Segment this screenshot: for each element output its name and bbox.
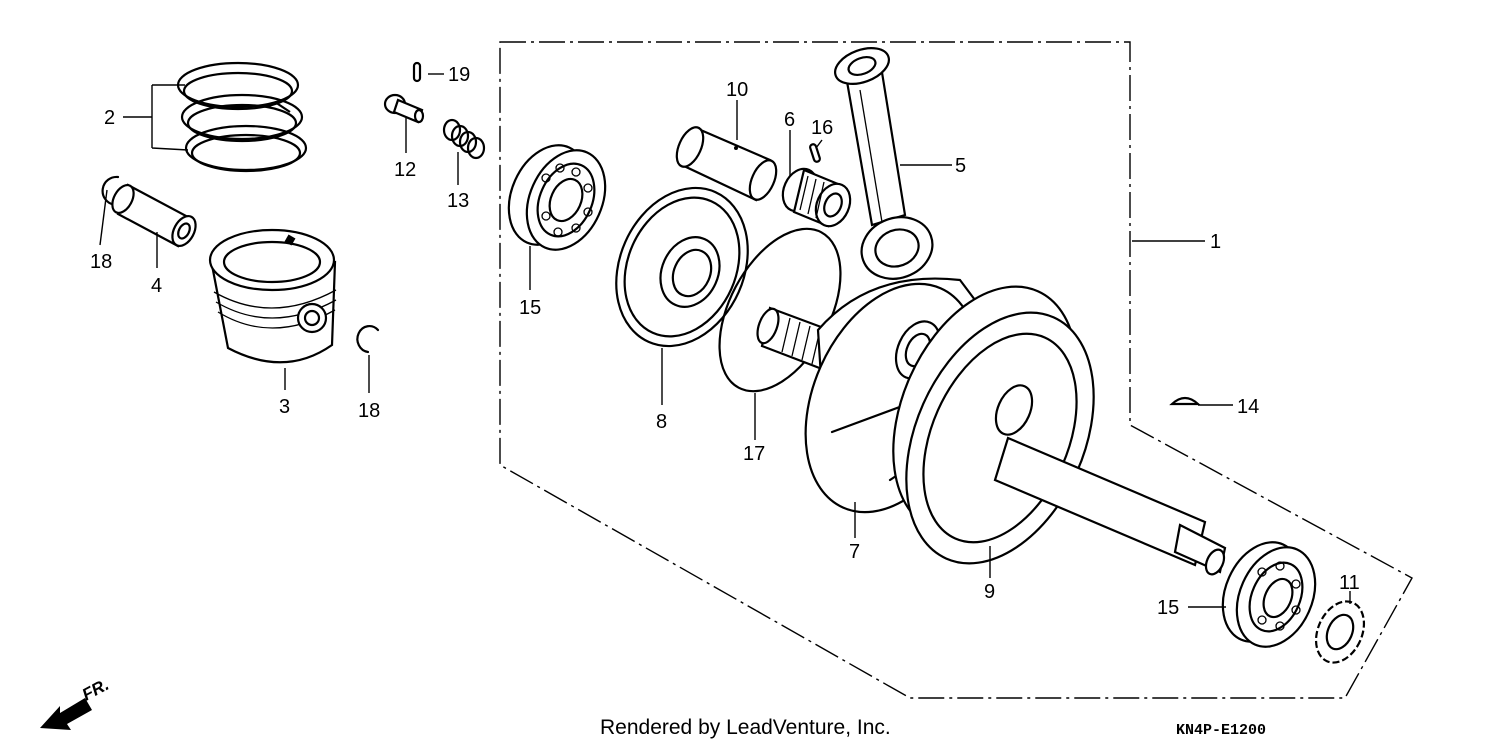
timing-sprocket[interactable] bbox=[1307, 594, 1373, 670]
woodruff-key[interactable] bbox=[1169, 396, 1201, 406]
label-1: 1 bbox=[1210, 231, 1221, 253]
credit-text: Rendered by LeadVenture, Inc. bbox=[600, 716, 891, 739]
label-6: 6 bbox=[784, 109, 795, 131]
label-19: 19 bbox=[448, 64, 470, 86]
crank-seal-cover[interactable] bbox=[592, 167, 772, 367]
spring[interactable] bbox=[442, 118, 486, 160]
crank-bearing-right[interactable] bbox=[1208, 530, 1330, 659]
label-16: 16 bbox=[811, 117, 833, 139]
piston-pin-clip-right[interactable] bbox=[356, 325, 380, 354]
crank-pin[interactable] bbox=[671, 123, 781, 203]
label-15-right: 15 bbox=[1157, 597, 1179, 619]
label-9: 9 bbox=[984, 581, 995, 603]
label-8: 8 bbox=[656, 411, 667, 433]
label-10: 10 bbox=[726, 79, 748, 101]
label-15-left: 15 bbox=[519, 297, 541, 319]
needle-bearing[interactable] bbox=[776, 163, 856, 231]
label-2: 2 bbox=[104, 107, 115, 129]
label-13: 13 bbox=[447, 190, 469, 212]
label-17: 17 bbox=[743, 443, 765, 465]
pin-16[interactable] bbox=[809, 143, 821, 163]
label-5: 5 bbox=[955, 155, 966, 177]
piston-cap[interactable] bbox=[383, 93, 425, 124]
label-4: 4 bbox=[151, 275, 162, 297]
pin-19[interactable] bbox=[412, 61, 422, 83]
diagram-code: KN4P-E1200 bbox=[1176, 722, 1267, 739]
front-direction-marker: FR. bbox=[40, 675, 112, 730]
crankshaft-right[interactable] bbox=[857, 258, 1227, 593]
label-14: 14 bbox=[1237, 396, 1259, 418]
part-labels: 1 2 3 4 5 6 7 8 9 10 11 12 13 14 15 15 1… bbox=[90, 64, 1360, 619]
piston[interactable] bbox=[208, 228, 337, 364]
label-7: 7 bbox=[849, 541, 860, 563]
label-11: 11 bbox=[1339, 572, 1360, 594]
label-3: 3 bbox=[279, 396, 290, 418]
label-12: 12 bbox=[394, 159, 416, 181]
front-arrow-icon bbox=[40, 698, 92, 730]
label-18-left: 18 bbox=[90, 251, 112, 273]
piston-pin[interactable] bbox=[108, 182, 200, 250]
crank-bearing-left[interactable] bbox=[494, 133, 620, 262]
connecting-rod[interactable] bbox=[830, 41, 941, 288]
label-18-right: 18 bbox=[358, 400, 380, 422]
leader-lines bbox=[99, 73, 1351, 608]
piston-rings[interactable] bbox=[176, 61, 308, 173]
